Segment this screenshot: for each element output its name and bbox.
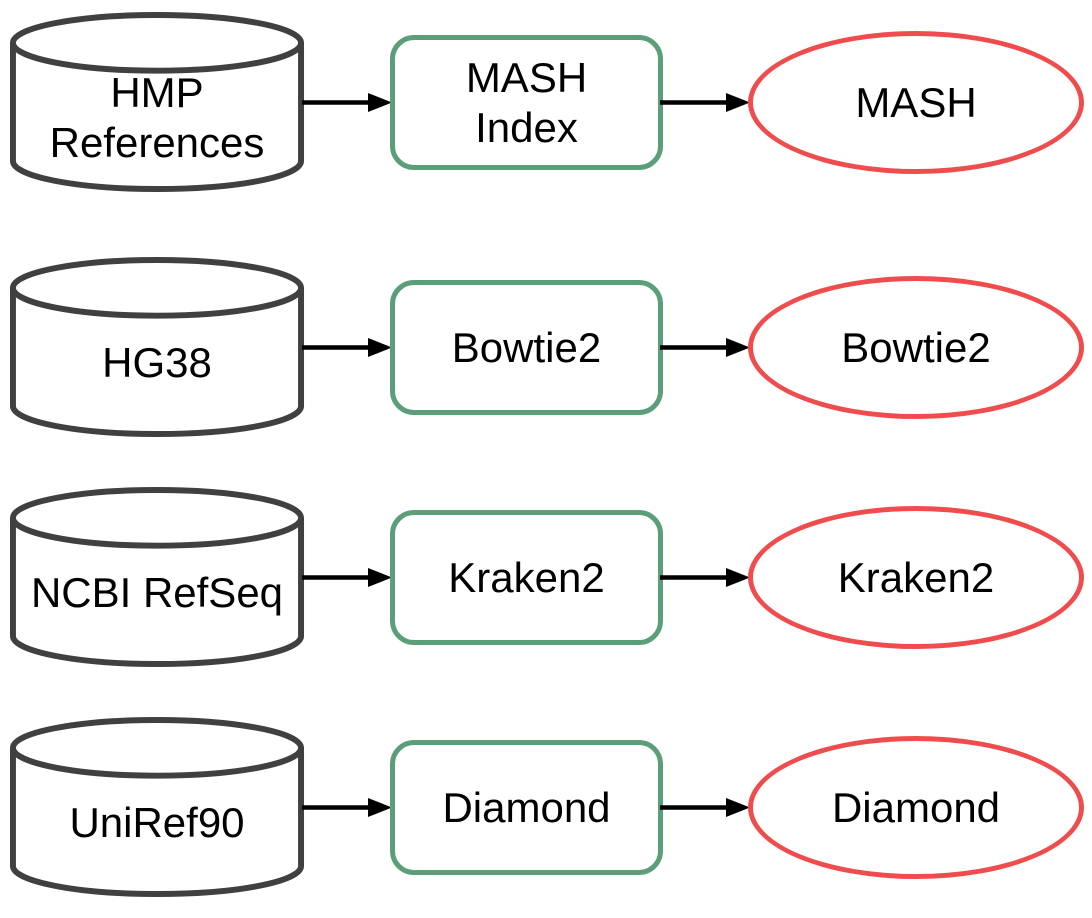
output-ellipse: Diamond <box>748 736 1084 879</box>
database-label: NCBI RefSeq <box>30 568 284 616</box>
arrow-right-icon <box>660 93 750 112</box>
cylinder-shape <box>9 486 305 668</box>
arrow-right-icon <box>660 798 750 817</box>
arrow-right-icon <box>302 338 392 357</box>
pipeline-row: NCBI RefSeq Kraken2 Kraken2 <box>0 485 1092 670</box>
database-cylinder: HG38 <box>8 255 306 440</box>
pipeline-row: HG38 Bowtie2 Bowtie2 <box>0 255 1092 440</box>
tool-label: Diamond <box>442 783 611 831</box>
output-label: MASH <box>855 78 977 126</box>
database-label: HG38 <box>102 338 212 386</box>
tool-label: Kraken2 <box>448 553 605 601</box>
cylinder-shape <box>9 256 305 438</box>
cylinder-shape <box>9 11 305 193</box>
tool-box: MASH Index <box>390 35 663 170</box>
arrow-right-icon <box>302 798 392 817</box>
database-cylinder: NCBI RefSeq <box>8 485 306 670</box>
output-label: Diamond <box>831 783 1001 831</box>
database-cylinder: UniRef90 <box>8 715 306 900</box>
tool-box: Diamond <box>390 740 663 875</box>
output-ellipse: Bowtie2 <box>748 276 1084 419</box>
output-label: Kraken2 <box>837 553 995 601</box>
tool-label: MASH Index <box>465 53 588 151</box>
database-cylinder: HMP References <box>8 10 306 195</box>
cylinder-shape <box>9 716 305 898</box>
output-label: Bowtie2 <box>841 323 991 371</box>
tool-box: Bowtie2 <box>390 280 663 415</box>
arrow-right-icon <box>302 93 392 112</box>
tool-label: Bowtie2 <box>451 323 602 371</box>
output-ellipse: MASH <box>748 31 1084 174</box>
arrow-right-icon <box>660 338 750 357</box>
pipeline-row: HMP References MASH Index MASH <box>0 10 1092 195</box>
arrow-right-icon <box>302 568 392 587</box>
pipeline-row: UniRef90 Diamond Diamond <box>0 715 1092 900</box>
arrow-right-icon <box>660 568 750 587</box>
database-label: UniRef90 <box>69 798 245 846</box>
database-label: HMP References <box>49 68 265 166</box>
tool-box: Kraken2 <box>390 510 663 645</box>
output-ellipse: Kraken2 <box>748 506 1084 649</box>
